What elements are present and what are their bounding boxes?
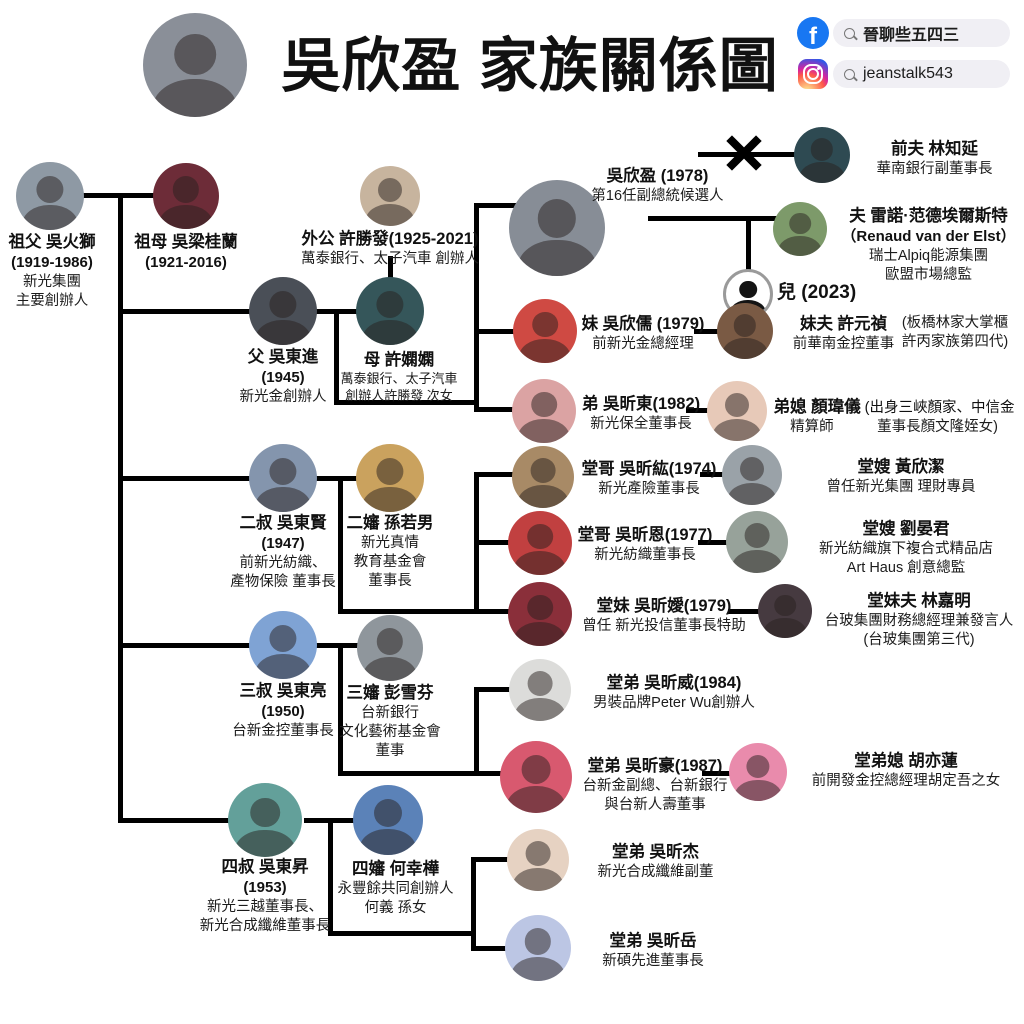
connector-line (474, 540, 516, 545)
cousin-hsin-wei-photo (509, 659, 571, 721)
divorce-x-icon (723, 132, 765, 174)
second-uncle-photo (249, 444, 317, 512)
sister-photo (513, 299, 577, 363)
connector-line (474, 203, 516, 208)
cousin-hsin-en-wife-photo (726, 511, 788, 573)
connector-line (328, 931, 476, 936)
brother-wife-photo (707, 381, 767, 441)
page-title: 吳欣盈 家族關係圖 (281, 33, 779, 99)
connector-line (471, 857, 476, 951)
cousin-hsin-hung-photo (512, 446, 574, 508)
cousin-hsin-ai-photo (508, 582, 572, 646)
connector-line (694, 329, 722, 334)
facebook-icon[interactable]: f (797, 17, 829, 49)
connector-line (118, 643, 258, 648)
connector-line (338, 476, 343, 614)
connector-line (648, 216, 778, 221)
connector-line (118, 193, 123, 823)
connector-line (698, 540, 730, 545)
connector-line (118, 309, 258, 314)
connector-line (474, 687, 516, 692)
connector-line (728, 609, 762, 614)
connector-line (338, 609, 516, 614)
second-aunt-photo (356, 444, 424, 512)
cousin-hsin-hao-wife-photo (729, 743, 787, 801)
maternal-grandfather-photo (360, 166, 420, 226)
connector-line (686, 408, 712, 413)
cousin-hsin-chieh-photo (507, 829, 569, 891)
connector-line (312, 643, 360, 648)
connector-line (474, 472, 516, 477)
cousin-hsin-hao-photo (500, 741, 572, 813)
connector-line (328, 818, 333, 936)
third-uncle-photo (249, 611, 317, 679)
connector-line (338, 771, 516, 776)
cousin-hsin-yueh-photo (505, 915, 571, 981)
brother-photo (512, 379, 576, 443)
sister-husband-photo (717, 303, 773, 359)
facebook-search-pill[interactable]: 晉聊些五四三 (833, 19, 1010, 47)
header-avatar (143, 13, 247, 117)
search-icon (844, 27, 855, 39)
search-icon (844, 68, 855, 80)
connector-line (474, 329, 516, 334)
wu-hsin-ying-photo (509, 180, 605, 276)
cousin-hsin-hung-wife-photo (722, 445, 782, 505)
grandfather-photo (16, 162, 84, 230)
cousin-hsin-en-photo (508, 511, 572, 575)
fourth-aunt-photo (353, 785, 423, 855)
third-aunt-photo (357, 615, 423, 681)
connector-line (471, 946, 513, 951)
connector-line (702, 771, 734, 776)
instagram-search-pill[interactable]: jeanstalk543 (833, 60, 1010, 88)
cousin-hsin-ai-husband-photo (758, 584, 812, 638)
father-photo (249, 277, 317, 345)
connector-line (388, 256, 393, 282)
connector-line (118, 818, 240, 823)
instagram-icon[interactable] (798, 59, 828, 89)
ex-husband-photo (794, 127, 850, 183)
fourth-uncle-photo (228, 783, 302, 857)
connector-line (334, 309, 339, 405)
husband-photo (773, 202, 827, 256)
instagram-handle: jeanstalk543 (863, 65, 953, 82)
grandmother-photo (153, 163, 219, 229)
mother-photo (356, 277, 424, 345)
connector-line (312, 476, 360, 481)
connector-line (474, 203, 479, 412)
connector-line (118, 476, 258, 481)
connector-line (746, 216, 751, 276)
connector-line (471, 857, 513, 862)
connector-line (338, 643, 343, 776)
connector-line (700, 472, 728, 477)
facebook-handle: 晉聊些五四三 (863, 27, 960, 44)
connector-line (474, 687, 479, 776)
sister-husband-note: (板橋林家大掌櫃 許丙家族第四代) (901, 315, 1009, 350)
connector-line (474, 407, 516, 412)
connector-line (334, 400, 478, 405)
